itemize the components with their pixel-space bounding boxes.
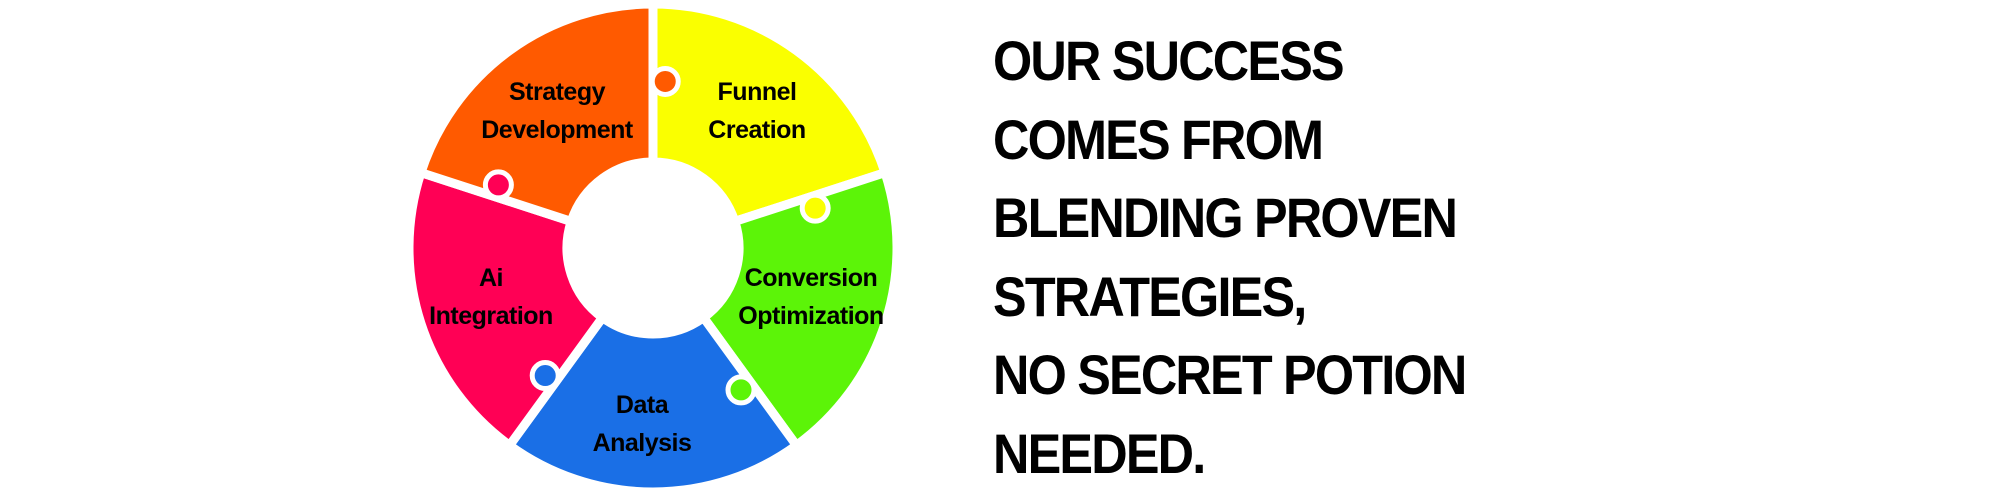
- segment-label-line: Analysis: [593, 429, 692, 457]
- segment-label-line: Creation: [708, 116, 805, 144]
- segment-label-line: Development: [481, 116, 634, 144]
- headline-line: NEEDED.: [993, 421, 1206, 485]
- headline-line: OUR SUCCESS: [993, 29, 1345, 92]
- puzzle-knob: [529, 360, 561, 392]
- segment-label-line: Funnel: [718, 78, 797, 106]
- headline-line: COMES FROM: [993, 107, 1324, 171]
- headline-line: BLENDING PROVEN: [993, 186, 1458, 249]
- segment-label-line: Ai: [479, 264, 503, 292]
- segment-ai-integration: [505, 313, 801, 497]
- puzzle-knob: [799, 192, 831, 224]
- segment-label-line: Data: [616, 391, 670, 419]
- puzzle-knob: [725, 374, 757, 406]
- segment-label-line: Integration: [429, 302, 553, 330]
- segment-strategy-development: [648, 0, 890, 226]
- headline-line: NO SECRET POTION: [993, 343, 1467, 406]
- puzzle-knob: [482, 169, 514, 201]
- segment-label-line: Conversion: [745, 264, 878, 292]
- headline: OUR SUCCESS COMES FROM BLENDING PROVEN S…: [993, 22, 1518, 493]
- segment-label-line: Optimization: [738, 302, 883, 330]
- headline-line: STRATEGIES,: [993, 264, 1307, 328]
- segment-label-line: Strategy: [509, 78, 606, 106]
- segment-data-analysis: [416, 0, 658, 226]
- puzzle-knob: [649, 65, 681, 97]
